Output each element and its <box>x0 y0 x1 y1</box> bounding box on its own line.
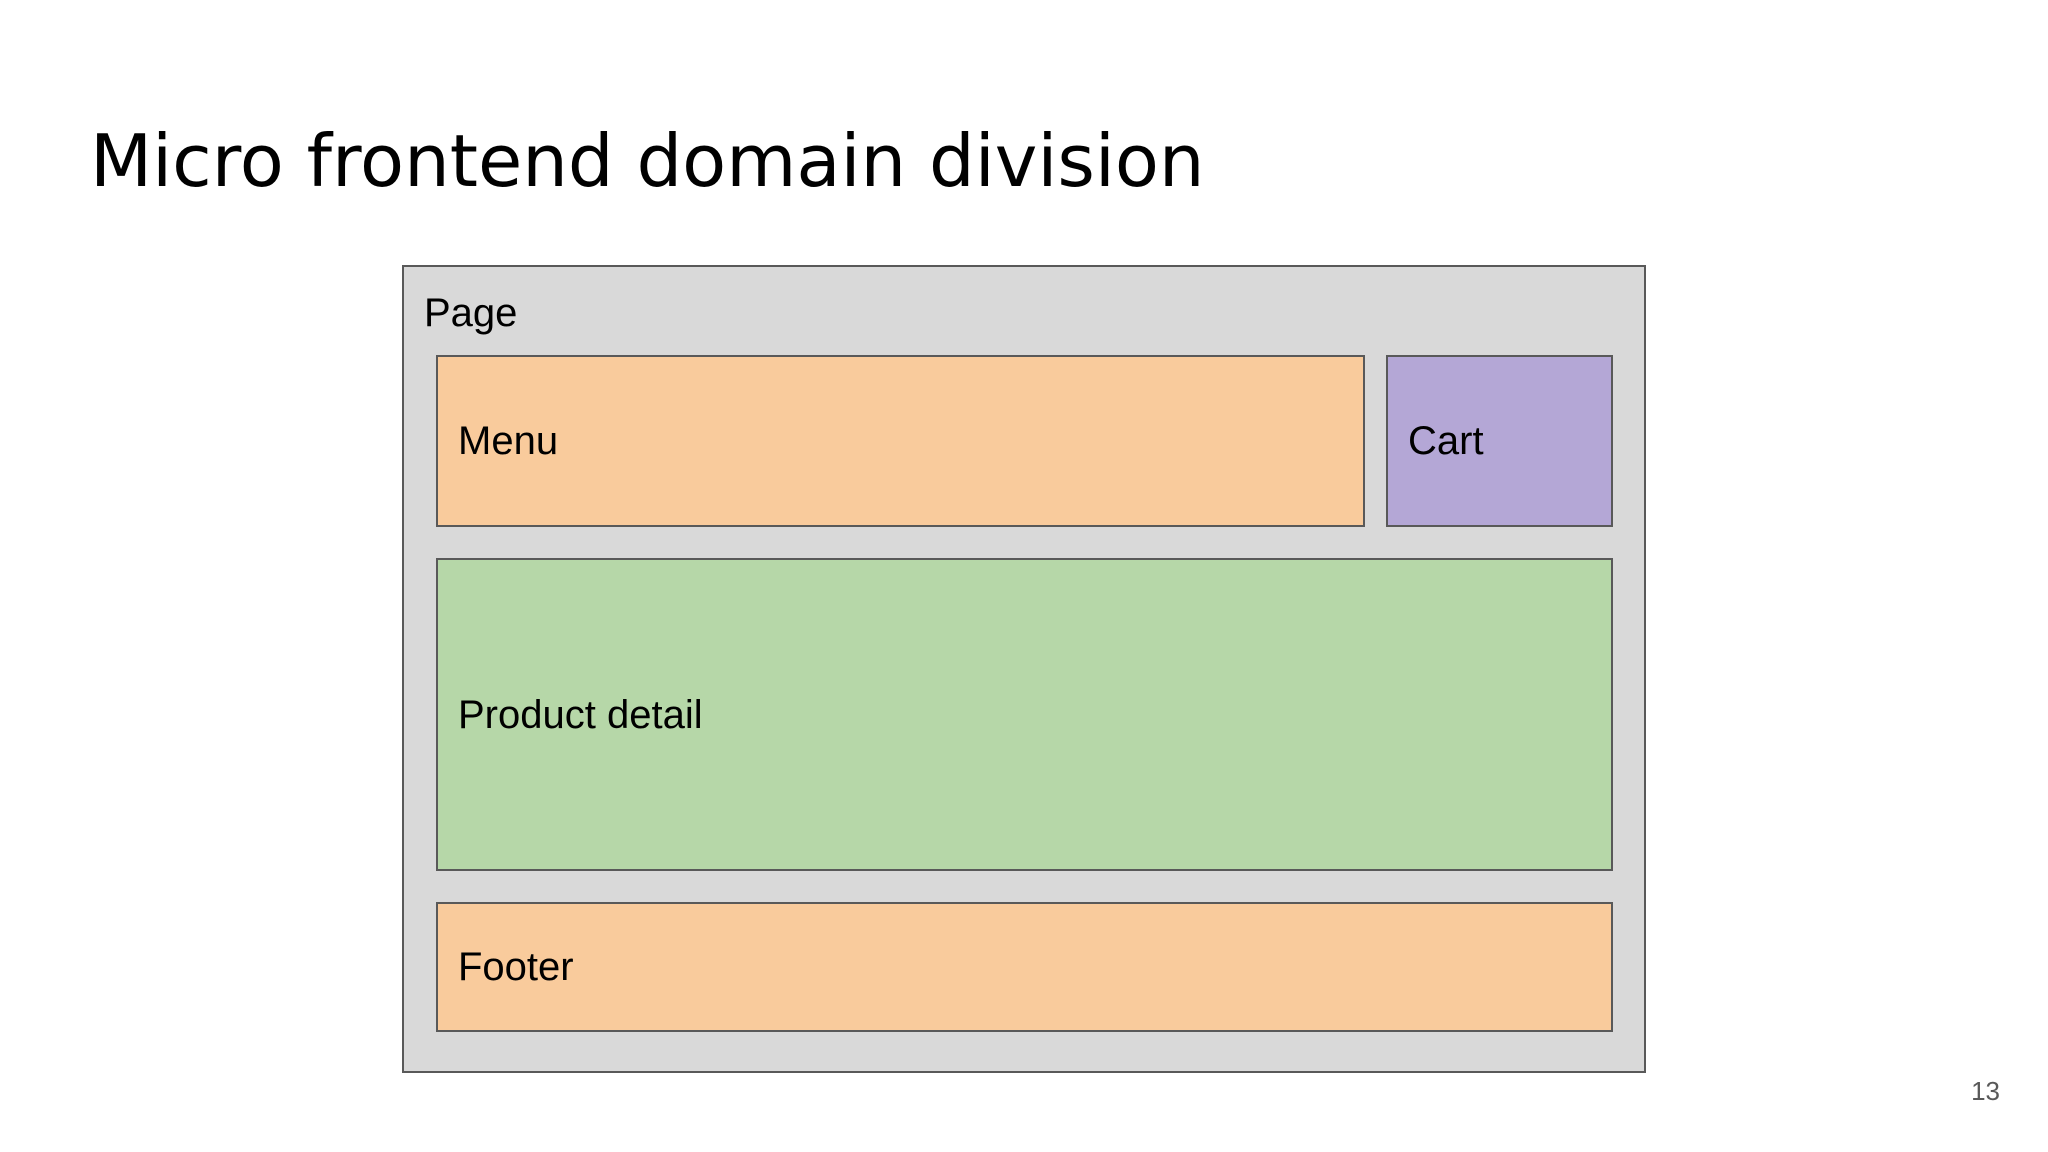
page-box-label: Page <box>424 291 518 335</box>
menu-box-label: Menu <box>458 419 559 463</box>
footer-box: Footer <box>436 902 1613 1032</box>
product-detail-box: Product detail <box>436 558 1613 871</box>
cart-box-label: Cart <box>1408 419 1484 463</box>
cart-box: Cart <box>1386 355 1613 527</box>
product-detail-box-label: Product detail <box>458 692 703 737</box>
page-number: 13 <box>1971 1076 2000 1106</box>
footer-box-label: Footer <box>458 945 574 989</box>
menu-box: Menu <box>436 355 1365 527</box>
slide-title: Micro frontend domain division <box>90 119 1205 203</box>
